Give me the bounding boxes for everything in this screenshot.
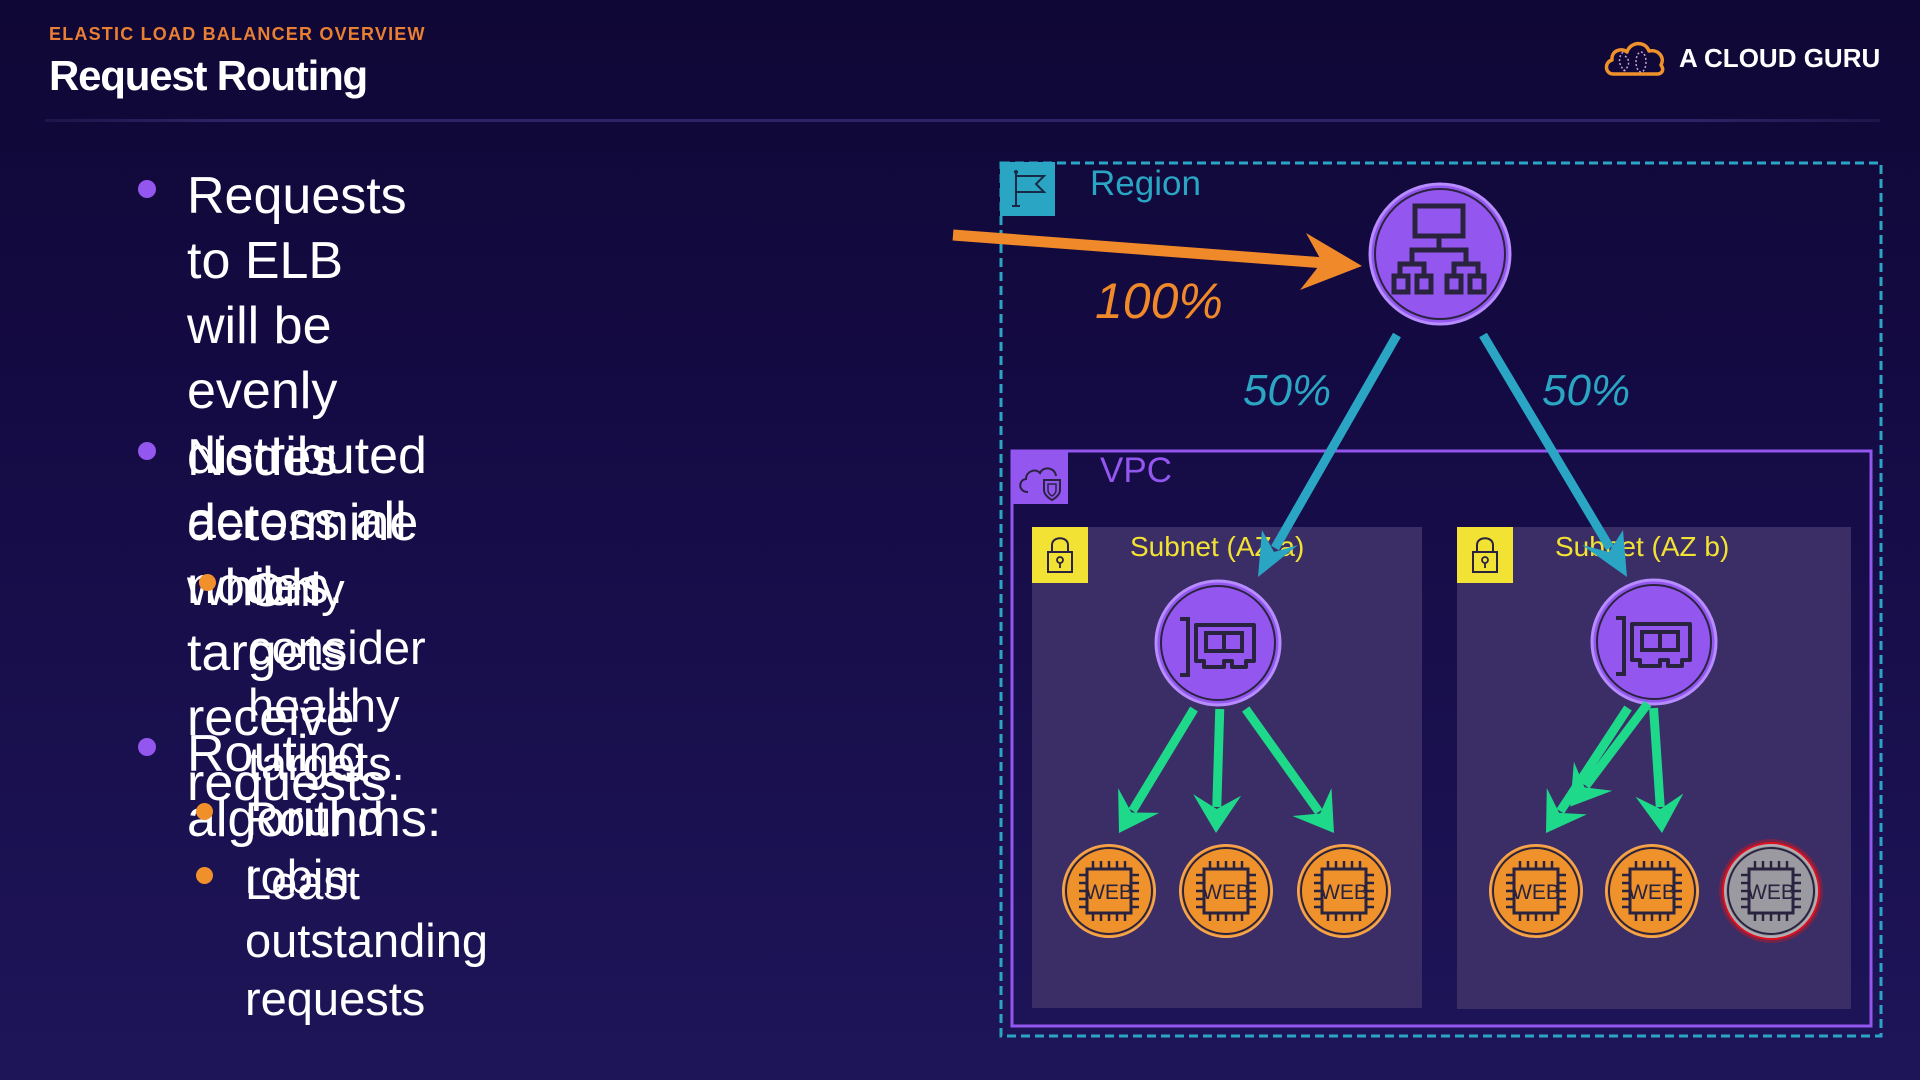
region-flag-icon (1000, 162, 1055, 216)
brand-logo: A CLOUD GURU (1603, 38, 1880, 78)
bullet-line: Requests to ELB will be (187, 167, 407, 355)
subnet-b-label: Subnet (AZ b) (1555, 531, 1729, 562)
bullet-marker-purple (138, 442, 156, 460)
header-divider (45, 119, 1880, 122)
sub-bullet-line: targets. (248, 737, 405, 790)
route-arrow (1570, 700, 1652, 807)
sub-bullet-item: Only consider healthy targets. (248, 561, 426, 793)
brand-name: A CLOUD GURU (1679, 42, 1881, 73)
elb-node-az-b[interactable] (1590, 578, 1718, 706)
bullet-item: Requests to ELB will be evenly distribut… (187, 164, 427, 619)
subnet-lock-icon (1032, 527, 1088, 583)
load-balancer-icon (1391, 203, 1487, 295)
instance-label: WEB (1085, 881, 1133, 904)
web-instance[interactable]: WEB (1605, 844, 1699, 938)
bullet-marker-purple (138, 738, 156, 756)
bullet-marker-purple (138, 180, 156, 198)
bullet-line: targets receive requests. (187, 624, 401, 812)
region-boundary (999, 161, 1883, 1038)
instance-label: WEB (1320, 881, 1368, 904)
cloud-logo-icon (1604, 41, 1665, 76)
bullet-line: evenly distributed across all (187, 362, 427, 550)
sub-bullet-line: Least outstanding requests (245, 856, 489, 1025)
subnet-lock-icon (1457, 527, 1513, 583)
section-eyebrow: ELASTIC LOAD BALANCER OVERVIEW (49, 24, 426, 44)
split-arrow-left (1258, 332, 1401, 577)
vpc-boundary (1010, 449, 1873, 1028)
incoming-percent-label: 100% (1095, 273, 1223, 329)
sub-bullet-marker-orange (196, 803, 213, 820)
route-arrow (1242, 706, 1334, 833)
bullet-item: Routing algorithms: (187, 722, 441, 852)
web-instance[interactable]: WEB (1179, 844, 1273, 938)
sub-bullet-marker-orange (199, 574, 216, 591)
bullet-line: Routing algorithms: (187, 725, 442, 848)
load-balancer-node[interactable] (1368, 182, 1512, 326)
split-right-percent-label: 50% (1542, 366, 1630, 415)
route-arrow (1635, 707, 1684, 833)
sub-bullet-line: Only consider healthy (248, 563, 426, 732)
bullet-item: Nodes determine which targets receive re… (187, 426, 418, 816)
instance-label: WEB (1628, 881, 1676, 904)
instance-label: WEB (1202, 881, 1250, 904)
instance-label: WEB (1512, 881, 1560, 904)
sub-bullet-line: Round robin (245, 792, 384, 903)
web-instance-unhealthy[interactable]: WEB (1719, 839, 1823, 943)
sub-bullet-marker-orange (196, 867, 213, 884)
route-arrow (1118, 706, 1198, 833)
split-arrow-right (1479, 332, 1627, 577)
instance-label: WEB (1747, 881, 1795, 904)
page-title: Request Routing (49, 52, 368, 99)
vpc-label: VPC (1100, 451, 1172, 490)
split-left-percent-label: 50% (1243, 366, 1331, 415)
incoming-traffic-arrow (952, 229, 1362, 290)
web-instance[interactable]: WEB (1489, 844, 1583, 938)
bullet-line: Nodes determine which (187, 429, 419, 617)
route-arrow (1193, 708, 1242, 833)
elb-node-az-a[interactable] (1154, 579, 1282, 707)
sub-bullet-item: Round robin (245, 790, 384, 906)
web-instance[interactable]: WEB (1297, 844, 1391, 938)
instances: WEB WEB WEB WEB WEB WEB (1062, 839, 1823, 943)
routing-arrows (1118, 700, 1684, 833)
web-instance[interactable]: WEB (1062, 844, 1156, 938)
vpc-cloud-shield-icon (1012, 450, 1068, 504)
sub-bullet-item: Least outstanding requests (245, 854, 488, 1028)
region-label: Region (1090, 164, 1201, 203)
